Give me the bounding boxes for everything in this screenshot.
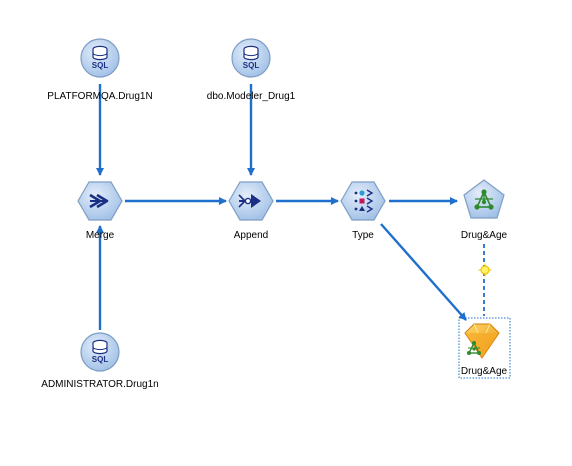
node-label-drug-age-model: Drug&Age (460, 230, 508, 241)
sql-database-icon: SQL (243, 45, 260, 70)
refresh-marker-icon (478, 263, 492, 277)
sql-icon-text: SQL (243, 61, 260, 70)
sql-icon-text: SQL (92, 355, 109, 364)
node-label-platformqa: PLATFORMQA.Drug1N (47, 91, 153, 102)
node-label-drug-age-nugget: Drug&Age (460, 366, 508, 377)
node-label-merge: Merge (85, 230, 115, 241)
node-drug-age-model[interactable] (463, 179, 505, 219)
node-drug-age-nugget[interactable] (458, 317, 511, 379)
append-icon (238, 194, 261, 208)
sql-database-icon: SQL (92, 45, 109, 70)
link-type-to-nugget[interactable] (380, 223, 467, 321)
merge-icon (89, 193, 109, 209)
model-nugget-icon (464, 323, 500, 359)
sql-database-icon: SQL (92, 339, 109, 364)
node-merge[interactable] (77, 181, 123, 221)
node-type[interactable] (340, 181, 386, 221)
node-label-admin: ADMINISTRATOR.Drug1n (41, 379, 159, 390)
node-label-dbo: dbo.Modeler_Drug1 (206, 91, 296, 102)
node-label-append: Append (233, 230, 269, 241)
node-append[interactable] (228, 181, 274, 221)
node-sql-admin[interactable]: SQL (80, 332, 120, 372)
selection-box (458, 317, 511, 379)
bayesian-network-overlay-icon (467, 341, 481, 355)
type-icon (354, 189, 374, 213)
node-sql-platformqa[interactable]: SQL (80, 38, 120, 78)
bayesian-network-modeling-icon (474, 189, 494, 210)
node-sql-dbo[interactable]: SQL (231, 38, 271, 78)
node-label-type: Type (352, 230, 374, 241)
sql-icon-text: SQL (92, 61, 109, 70)
connections (96, 84, 485, 330)
